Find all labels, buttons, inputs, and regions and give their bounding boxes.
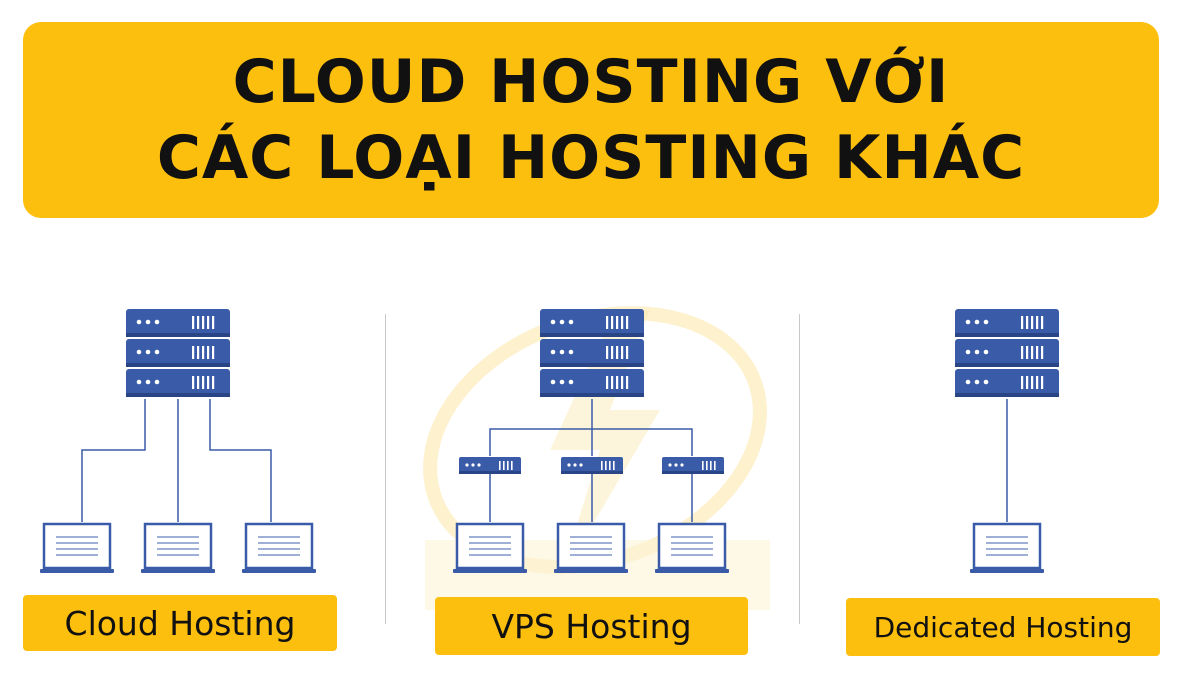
vps-connection-lines xyxy=(489,399,693,522)
divider-left xyxy=(385,314,386,624)
vps-virtual-server-icon xyxy=(459,457,724,474)
label-cloud-hosting-text: Cloud Hosting xyxy=(64,603,296,643)
title-banner: CLOUD HOSTING VỚI CÁC LOẠI HOSTING KHÁC xyxy=(23,22,1159,218)
vps-server-stack-icon xyxy=(540,309,644,397)
label-dedicated-hosting: Dedicated Hosting xyxy=(846,598,1160,656)
label-vps-hosting: VPS Hosting xyxy=(435,597,748,655)
vps-client-laptop-icon xyxy=(451,522,731,575)
title-line-1: CLOUD HOSTING VỚI xyxy=(232,47,950,117)
divider-right xyxy=(799,314,800,624)
title-line-2: CÁC LOẠI HOSTING KHÁC xyxy=(156,123,1026,193)
cloud-connection-lines xyxy=(81,399,272,522)
cloud-client-laptop-icon xyxy=(38,522,318,575)
label-cloud-hosting: Cloud Hosting xyxy=(23,595,337,651)
label-dedicated-hosting-text: Dedicated Hosting xyxy=(873,610,1133,644)
dedicated-client-laptop-icon xyxy=(968,522,1046,575)
label-vps-hosting-text: VPS Hosting xyxy=(491,606,692,646)
cloud-server-stack-icon xyxy=(126,309,230,397)
dedicated-server-stack-icon xyxy=(955,309,1059,397)
